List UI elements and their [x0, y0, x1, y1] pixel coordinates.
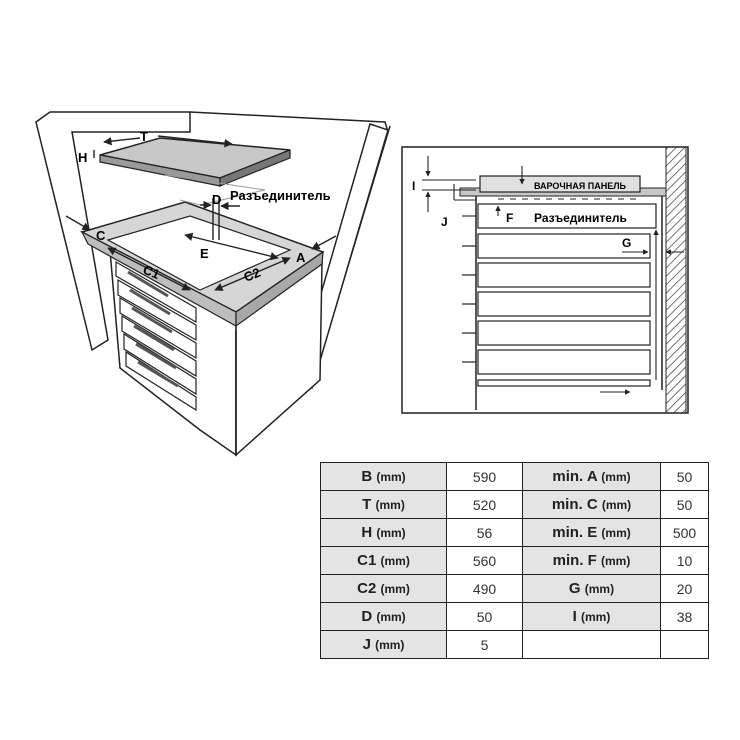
param-cell: C2 (mm)	[320, 574, 447, 603]
param-cell	[522, 630, 661, 659]
dim-label-c: C	[96, 228, 106, 243]
param-cell: min. E (mm)	[522, 518, 661, 547]
param-value: 56	[476, 524, 493, 541]
param-label: C2	[357, 580, 377, 597]
param-label: T	[362, 496, 372, 513]
hob-label: ВАРОЧНАЯ ПАНЕЛЬ	[534, 181, 627, 191]
table-row: D (mm) 50 I (mm) 38	[320, 602, 709, 631]
dim-label-e: E	[200, 246, 209, 261]
left-wall	[35, 111, 191, 352]
dim-label-i: I	[412, 179, 415, 193]
dim-label-d: D	[212, 192, 221, 207]
hob	[99, 137, 291, 206]
dim-label-c1: C1	[141, 262, 162, 282]
separator-panel	[477, 203, 657, 229]
section-drawers	[477, 233, 651, 387]
param-label: min. C	[551, 496, 598, 513]
dim-label-c2: C2	[242, 265, 263, 285]
dim-label-g: G	[622, 236, 631, 250]
param-label: min. E	[552, 524, 598, 541]
param-value: 490	[472, 580, 497, 597]
param-label: B	[361, 468, 373, 485]
param-value: 520	[472, 496, 497, 513]
param-unit: (mm)	[380, 582, 410, 596]
param-value: 50	[676, 468, 693, 485]
param-cell: min. C (mm)	[522, 490, 661, 519]
dim-label-h: H	[78, 150, 87, 165]
dim-label-f: F	[506, 211, 513, 225]
table-row: J (mm) 5	[320, 630, 709, 659]
table-row: T (mm) 520 min. C (mm) 50	[320, 490, 709, 519]
param-unit: (mm)	[601, 498, 632, 512]
param-cell: C1 (mm)	[320, 546, 447, 575]
value-cell: 520	[446, 490, 523, 519]
param-cell: I (mm)	[522, 602, 661, 631]
param-value: 50	[676, 496, 693, 513]
param-cell: J (mm)	[320, 630, 447, 659]
separator-label: Разъединитель	[230, 188, 331, 203]
param-cell: D (mm)	[320, 602, 447, 631]
value-cell: 10	[660, 546, 709, 575]
param-unit: (mm)	[375, 638, 405, 652]
param-label: C1	[357, 552, 377, 569]
param-cell: min. A (mm)	[522, 462, 661, 491]
param-unit: (mm)	[601, 526, 631, 540]
param-value: 5	[480, 636, 489, 653]
value-cell: 5	[446, 630, 523, 659]
param-cell: min. F (mm)	[522, 546, 661, 575]
param-value: 560	[472, 552, 497, 569]
dim-label-j: J	[441, 215, 448, 229]
param-unit: (mm)	[376, 610, 406, 624]
value-cell	[660, 630, 709, 659]
param-cell: H (mm)	[320, 518, 447, 547]
param-unit: (mm)	[376, 526, 406, 540]
value-cell: 50	[446, 602, 523, 631]
value-cell: 38	[660, 602, 709, 631]
param-unit: (mm)	[376, 470, 406, 484]
param-value: 38	[676, 608, 693, 625]
value-cell: 500	[660, 518, 709, 547]
param-unit: (mm)	[584, 582, 615, 596]
value-cell: 590	[446, 462, 523, 491]
param-unit: (mm)	[601, 470, 631, 484]
dim-label-t: T	[140, 129, 148, 144]
table-row: C2 (mm) 490 G (mm) 20	[320, 574, 709, 603]
table-row: B (mm) 590 min. A (mm) 50	[320, 462, 709, 491]
value-cell: 20	[660, 574, 709, 603]
param-unit: (mm)	[601, 554, 631, 568]
param-cell: B (mm)	[320, 462, 447, 491]
param-value: 20	[676, 580, 693, 597]
dim-label-a: A	[296, 250, 306, 265]
section-separator-label: Разъединитель	[534, 211, 627, 225]
param-label: G	[568, 580, 581, 597]
value-cell: 560	[446, 546, 523, 575]
param-cell: T (mm)	[320, 490, 447, 519]
param-value: 10	[676, 552, 693, 569]
param-unit: (mm)	[380, 554, 410, 568]
wall-hatch	[665, 146, 687, 414]
value-cell: 50	[660, 490, 709, 519]
param-label: H	[361, 524, 373, 541]
table-row: C1 (mm) 560 min. F (mm) 10	[320, 546, 709, 575]
value-cell: 56	[446, 518, 523, 547]
param-value: 50	[476, 608, 493, 625]
value-cell: 490	[446, 574, 523, 603]
table-row: H (mm) 56 min. E (mm) 500	[320, 518, 709, 547]
param-label: I	[572, 608, 577, 625]
param-label: J	[362, 636, 371, 653]
param-cell: G (mm)	[522, 574, 661, 603]
param-value: 500	[672, 524, 697, 541]
param-label: min. A	[552, 468, 598, 485]
param-unit: (mm)	[375, 498, 405, 512]
param-label: min. F	[552, 552, 597, 569]
value-cell: 50	[660, 462, 709, 491]
param-value: 590	[472, 468, 497, 485]
param-unit: (mm)	[581, 610, 611, 624]
param-label: D	[361, 608, 373, 625]
